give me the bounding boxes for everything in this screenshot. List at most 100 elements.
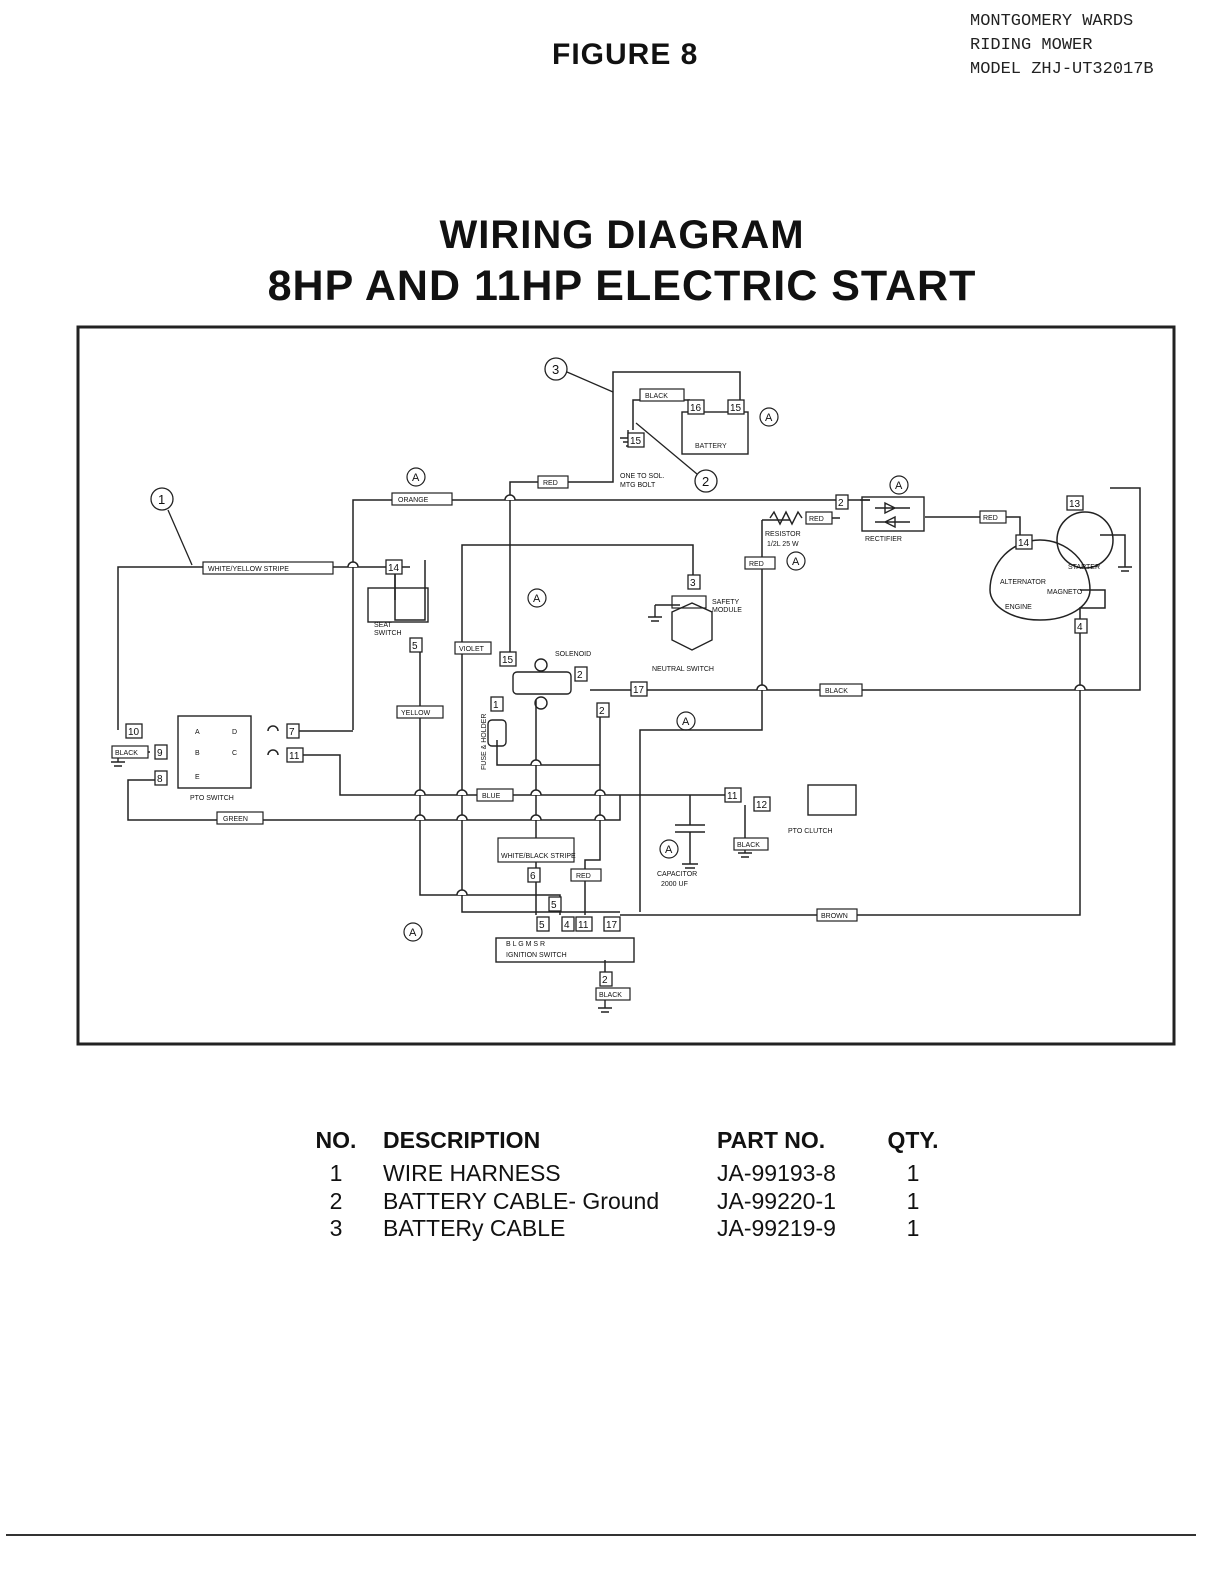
pto-switch bbox=[177, 715, 252, 789]
rectifier-label: RECTIFIER bbox=[865, 536, 902, 543]
callout-1 bbox=[150, 487, 174, 511]
svg-text:15: 15 bbox=[730, 403, 742, 414]
part-no-index: 2 bbox=[329, 1188, 343, 1214]
alternator-label-1: ALTERNATOR bbox=[1000, 579, 1046, 586]
label-violet: VIOLET bbox=[459, 646, 485, 653]
svg-text:A: A bbox=[409, 927, 417, 939]
svg-text:A: A bbox=[665, 844, 673, 856]
pto-terminal-c: C bbox=[232, 750, 237, 757]
svg-text:5: 5 bbox=[551, 900, 557, 911]
seat-switch-label-2: SWITCH bbox=[374, 630, 402, 637]
terminal-10: 10 bbox=[125, 723, 143, 739]
label-white-black: WHITE/BLACK STRIPE bbox=[501, 853, 576, 860]
company-name: MONTGOMERY WARDS bbox=[970, 12, 1134, 31]
terminal-8: 8 bbox=[154, 770, 168, 786]
svg-text:17: 17 bbox=[633, 685, 645, 696]
starter bbox=[1056, 511, 1114, 569]
note-a-marker: A bbox=[659, 839, 679, 859]
label-black-ignition: BLACK bbox=[599, 992, 622, 999]
diagram-frame bbox=[76, 325, 1176, 1046]
svg-text:1: 1 bbox=[493, 700, 499, 711]
ignition-switch-label: IGNITION SWITCH bbox=[506, 952, 567, 959]
terminal-14: 14 bbox=[385, 559, 403, 575]
model-number: MODEL ZHJ-UT32017B bbox=[970, 60, 1154, 79]
terminal-6: 6 bbox=[527, 867, 541, 883]
terminal-12: 12 bbox=[753, 796, 771, 812]
callout-3-arrow bbox=[566, 371, 614, 393]
component-labels: ONE TO SOL. MTG BOLT SEAT SWITCH SAFETY … bbox=[190, 473, 1100, 959]
header-no: NO. bbox=[315, 1127, 357, 1153]
label-black-mid: BLACK bbox=[825, 688, 848, 695]
capacitor-label-2: 2000 UF bbox=[661, 881, 688, 888]
svg-text:2: 2 bbox=[599, 706, 605, 717]
wire-black-mid bbox=[590, 487, 1141, 691]
wire-paths bbox=[117, 371, 1141, 975]
svg-text:7: 7 bbox=[289, 727, 295, 738]
svg-text:3: 3 bbox=[690, 578, 696, 589]
part-no-index: 1 bbox=[329, 1160, 343, 1186]
note-a-marker: A bbox=[786, 551, 806, 571]
neutral-switch bbox=[671, 602, 713, 651]
note-a-marker: A bbox=[406, 467, 426, 487]
callout-1-text: 1 bbox=[158, 492, 165, 507]
note-a-marker: A bbox=[676, 711, 696, 731]
note-a-marker: A bbox=[759, 407, 779, 427]
solenoid bbox=[512, 658, 572, 710]
label-yellow: YELLOW bbox=[401, 710, 431, 717]
resistor-label-1: RESISTOR bbox=[765, 531, 801, 538]
document-header-block: MONTGOMERY WARDS RIDING MOWER MODEL ZHJ-… bbox=[970, 10, 1154, 82]
wire-crossovers bbox=[267, 494, 1086, 896]
terminal-15: 15 bbox=[727, 399, 745, 415]
svg-text:A: A bbox=[533, 593, 541, 605]
terminal-4: 4 bbox=[1074, 618, 1088, 634]
svg-text:6: 6 bbox=[530, 871, 536, 882]
svg-text:13: 13 bbox=[1069, 499, 1081, 510]
wire-violet-low bbox=[461, 640, 620, 913]
safety-module-label-2: MODULE bbox=[712, 607, 742, 614]
note-a-marker: A bbox=[403, 922, 423, 942]
alternator-label-2: MAGNETO bbox=[1047, 589, 1083, 596]
note-a-marker: A bbox=[527, 588, 547, 608]
callout-2-arrow bbox=[635, 422, 698, 475]
ignition-terminal-letters: B L G M S R bbox=[506, 941, 545, 948]
part-description: WIRE HARNESS bbox=[383, 1160, 561, 1186]
part-number: JA-99220-1 bbox=[717, 1188, 836, 1214]
wire-fuse bbox=[496, 740, 600, 766]
label-black-top: BLACK bbox=[645, 393, 668, 400]
wire-seat-switch bbox=[394, 560, 426, 621]
svg-text:9: 9 bbox=[157, 748, 163, 759]
svg-text:15: 15 bbox=[502, 655, 514, 666]
rectifier bbox=[861, 496, 925, 532]
callout-3 bbox=[544, 357, 568, 381]
wire-red-battery bbox=[509, 371, 741, 500]
terminal-2: 2 bbox=[835, 494, 849, 510]
label-red-bottom: RED bbox=[576, 873, 591, 880]
label-red-rectifier: RED bbox=[983, 515, 998, 522]
battery-label: BATTERY bbox=[695, 443, 727, 450]
fuse-holder-label: FUSE & HOLDER bbox=[481, 714, 488, 770]
figure-label: FIGURE 8 bbox=[552, 38, 699, 71]
safety-module bbox=[671, 595, 707, 609]
pto-terminal-d: D bbox=[232, 729, 237, 736]
terminal-15: 15 bbox=[499, 651, 517, 667]
engine-outline bbox=[989, 539, 1091, 621]
svg-text:16: 16 bbox=[690, 403, 702, 414]
svg-text:A: A bbox=[792, 556, 800, 568]
label-red-resistor: RED bbox=[809, 516, 824, 523]
seat-switch-label-1: SEAT bbox=[374, 622, 392, 629]
svg-text:14: 14 bbox=[388, 563, 400, 574]
label-brown: BROWN bbox=[821, 913, 848, 920]
svg-text:2: 2 bbox=[602, 975, 608, 986]
part-qty: 1 bbox=[906, 1215, 920, 1241]
pto-clutch-label: PTO CLUTCH bbox=[788, 828, 833, 835]
resistor-label-2: 1/2L 25 W bbox=[767, 541, 799, 548]
terminal-11: 11 bbox=[286, 747, 304, 763]
wiring-diagram: BATTERY bbox=[76, 325, 1176, 1046]
svg-text:8: 8 bbox=[157, 774, 163, 785]
starter-label: STARTER bbox=[1068, 564, 1100, 571]
label-green: GREEN bbox=[223, 816, 248, 823]
product-name: RIDING MOWER bbox=[970, 36, 1093, 55]
terminal-17: 17 bbox=[630, 681, 648, 697]
